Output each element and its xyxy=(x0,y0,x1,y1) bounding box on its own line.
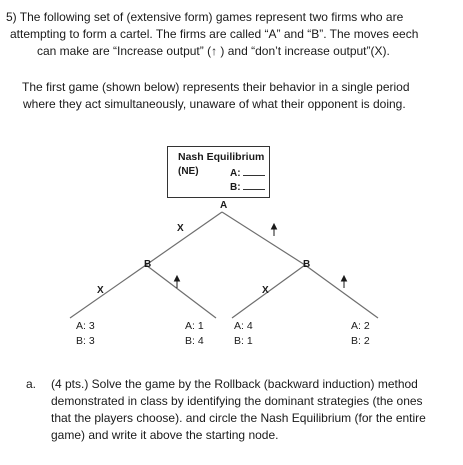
intro-text: The first game (shown below) represents … xyxy=(22,79,410,113)
arrow-root-right-head xyxy=(270,222,278,230)
payoff-1: A: 3 B: 3 xyxy=(76,319,95,349)
ne-box-b-field: B: xyxy=(230,180,265,193)
question-line-3: can make are “Increase output” (↑ ) and … xyxy=(37,44,390,58)
ne-box-a-label: A: xyxy=(230,168,241,179)
ne-box-abbrev: (NE) xyxy=(178,166,199,177)
payoff-1-b: B: 3 xyxy=(76,335,95,347)
payoff-4-b: B: 2 xyxy=(351,335,370,347)
payoff-3: A: 4 B: 1 xyxy=(234,319,253,349)
payoff-2-a: A: 1 xyxy=(185,320,204,332)
move-right-left: X xyxy=(262,285,269,296)
question-text: 5) The following set of (extensive form)… xyxy=(6,9,418,60)
move-left-left: X xyxy=(97,285,104,296)
root-node-label: A xyxy=(220,200,228,211)
ne-box-b-blank xyxy=(242,180,265,190)
part-a-line-2: demonstrated in class by identifying the… xyxy=(51,394,423,408)
intro-line-2: where they act simultaneously, unaware o… xyxy=(23,97,406,111)
ne-box-title: Nash Equilibrium xyxy=(178,151,265,163)
branch-root-left xyxy=(145,211,223,266)
branch-right-left xyxy=(231,264,306,319)
left-node-label: B xyxy=(144,259,152,270)
branch-root-right xyxy=(221,211,306,266)
part-a-line-3: that the players choose). and circle the… xyxy=(51,411,426,425)
branch-right-right xyxy=(304,264,379,319)
part-a-line-4: game) and write it above the starting no… xyxy=(51,428,279,442)
branch-left-right xyxy=(145,264,217,319)
ne-box-a-blank xyxy=(242,166,265,176)
payoff-2-b: B: 4 xyxy=(185,335,204,347)
branch-left-left xyxy=(69,264,147,319)
arrow-left-right-head xyxy=(173,274,181,282)
part-a-text: (4 pts.) Solve the game by the Rollback … xyxy=(51,376,426,444)
intro-line-1: The first game (shown below) represents … xyxy=(22,80,410,94)
nash-equilibrium-box: Nash Equilibrium (NE) A: B: xyxy=(167,146,270,198)
payoff-2: A: 1 B: 4 xyxy=(185,319,204,349)
payoff-3-a: A: 4 xyxy=(234,320,253,332)
move-root-left: X xyxy=(177,223,184,234)
payoff-4: A: 2 B: 2 xyxy=(351,319,370,349)
payoff-3-b: B: 1 xyxy=(234,335,253,347)
right-node-label: B xyxy=(303,259,311,270)
arrow-right-right-head xyxy=(340,274,348,282)
ne-box-b-label: B: xyxy=(230,182,241,193)
part-a-line-1: (4 pts.) Solve the game by the Rollback … xyxy=(51,377,418,391)
question-line-1: 5) The following set of (extensive form)… xyxy=(6,10,404,24)
question-line-2: attempting to form a cartel. The firms a… xyxy=(10,27,419,41)
payoff-1-a: A: 3 xyxy=(76,320,95,332)
payoff-4-a: A: 2 xyxy=(351,320,370,332)
part-a-letter: a. xyxy=(26,377,37,391)
ne-box-a-field: A: xyxy=(230,166,265,179)
